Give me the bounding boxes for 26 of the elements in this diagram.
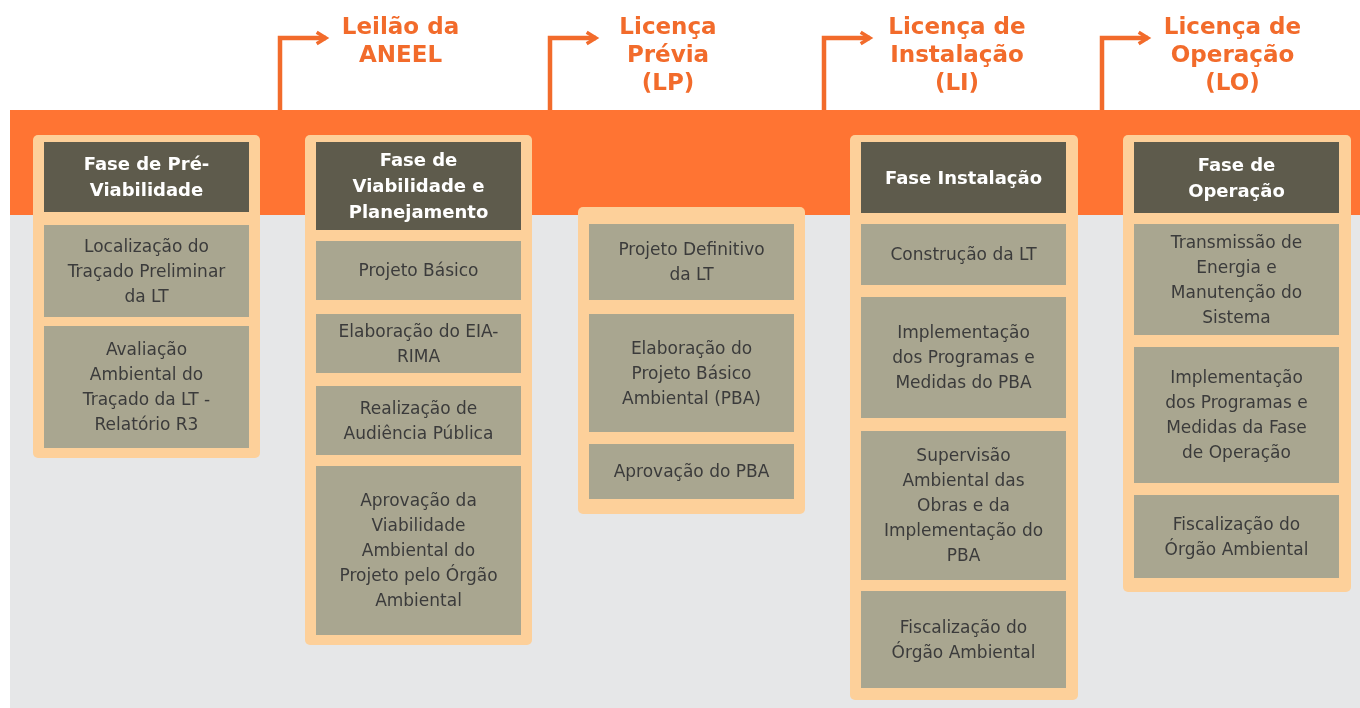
step-box: Supervisão Ambiental das Obras e da Implementação do PBA	[861, 431, 1066, 580]
step-box: Projeto Básico	[316, 241, 521, 300]
step-box: Projeto Definitivo da LT	[589, 224, 794, 300]
step-box: Aprovação do PBA	[589, 444, 794, 499]
step-box: Construção da LT	[861, 224, 1066, 285]
step-box: Localização do Traçado Preliminar da LT	[44, 225, 249, 317]
milestone-label: Leilão da ANEEL	[328, 12, 473, 72]
phase-card	[850, 135, 1078, 700]
arrow	[277, 30, 328, 110]
arrow	[1099, 30, 1150, 110]
step-box: Fiscalização do Órgão Ambiental	[861, 591, 1066, 688]
step-box: Implementação dos Programas e Medidas da Fase de Operação	[1134, 347, 1339, 483]
step-box: Elaboração do Projeto Básico Ambiental (PBA)	[589, 314, 794, 432]
step-box: Aprovação da Viabilidade Ambiental do Projeto pelo Órgão Ambiental	[316, 466, 521, 635]
step-box: Realização de Audiência Pública	[316, 386, 521, 455]
arrow	[821, 30, 872, 110]
step-box: Avaliação Ambiental do Traçado da LT - Relatório R3	[44, 326, 249, 448]
arrow	[547, 30, 598, 110]
step-box: Transmissão de Energia e Manutenção do Sistema	[1134, 224, 1339, 335]
milestone-label: Licença de Instalação (LI)	[872, 12, 1042, 102]
step-box: Fiscalização do Órgão Ambiental	[1134, 495, 1339, 578]
milestone-label: Licença de Operação (LO)	[1150, 12, 1315, 102]
milestone-label: Licença Prévia (LP)	[598, 12, 738, 102]
step-box: Elaboração do EIA-RIMA	[316, 314, 521, 373]
phase-card	[578, 207, 805, 514]
step-box: Implementação dos Programas e Medidas do PBA	[861, 297, 1066, 418]
